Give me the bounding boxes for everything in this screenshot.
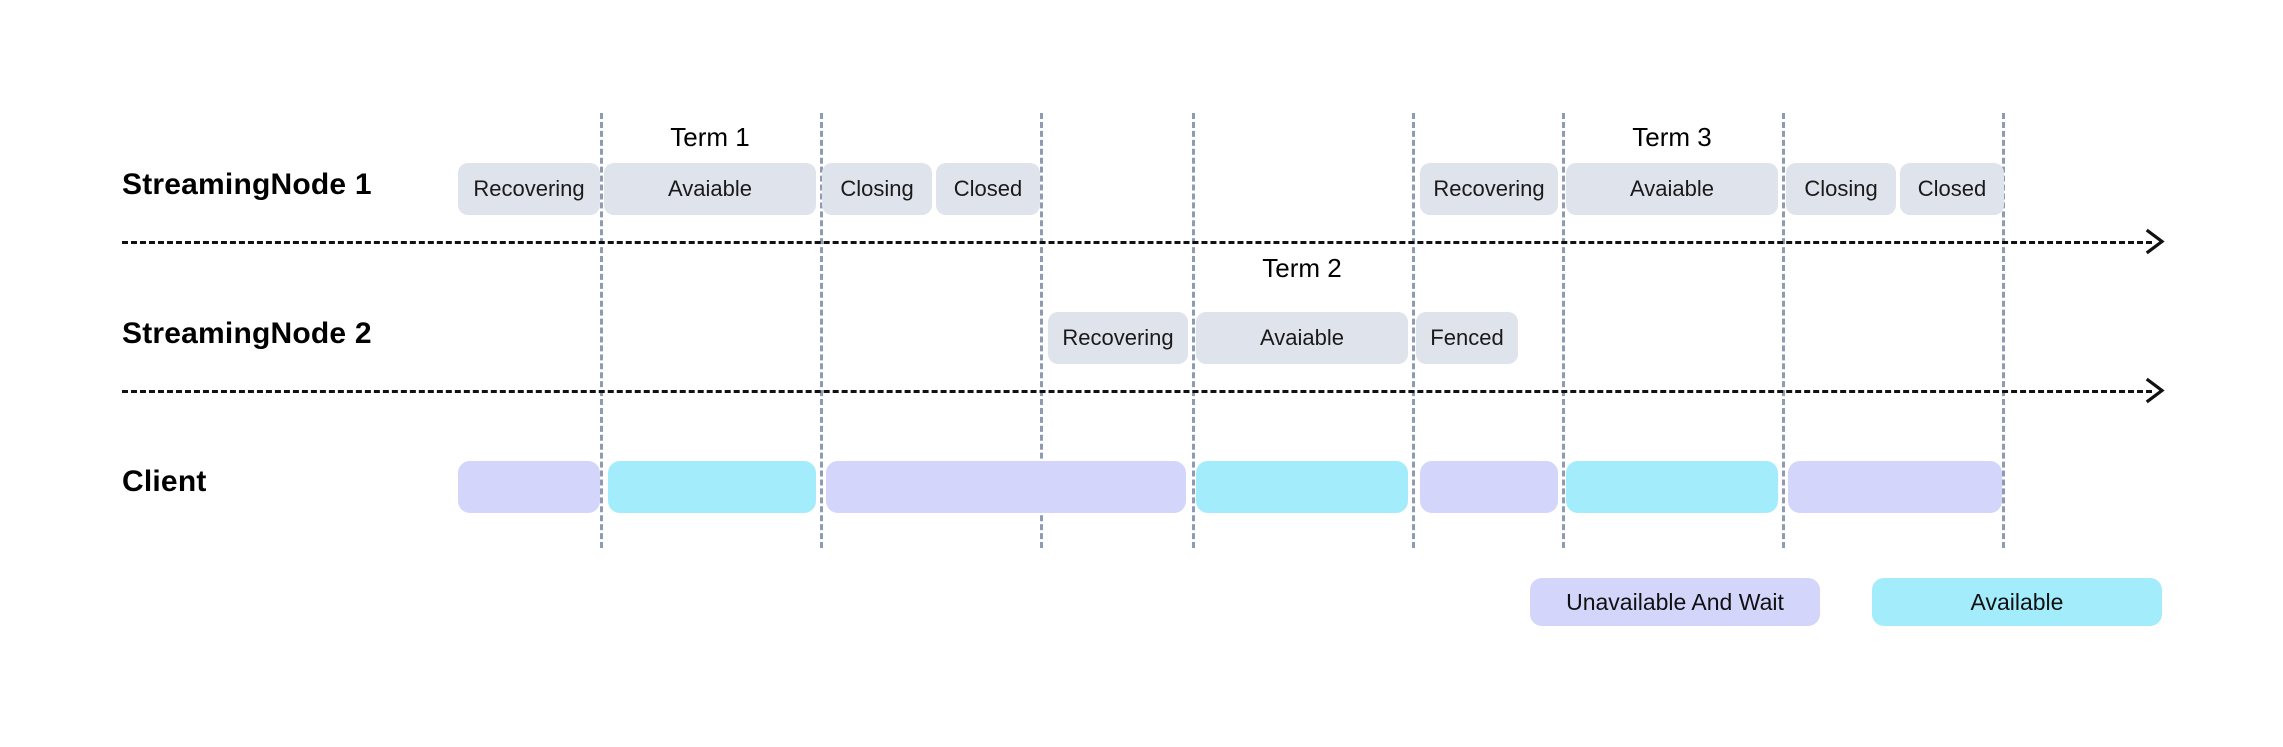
state-chip-recovering: Recovering bbox=[1420, 163, 1558, 215]
state-chip-recovering: Recovering bbox=[458, 163, 600, 215]
client-block-available bbox=[1196, 461, 1408, 513]
state-chip-avaiable: Avaiable bbox=[1196, 312, 1408, 364]
state-chip-closing: Closing bbox=[1786, 163, 1896, 215]
state-chip-closed: Closed bbox=[1900, 163, 2004, 215]
row-label-client: Client bbox=[122, 465, 207, 498]
state-chip-fenced: Fenced bbox=[1416, 312, 1518, 364]
timeline-axis-streamingnode-1 bbox=[122, 241, 2152, 244]
term-caption-2: Term 2 bbox=[1262, 253, 1342, 283]
client-block-unavailable-and-wait bbox=[826, 461, 1186, 513]
vertical-separator-0 bbox=[600, 113, 603, 548]
vertical-separator-2 bbox=[1040, 113, 1043, 548]
vertical-separator-6 bbox=[1782, 113, 1785, 548]
vertical-separator-3 bbox=[1192, 113, 1195, 548]
vertical-separator-1 bbox=[820, 113, 823, 548]
client-block-available bbox=[1566, 461, 1778, 513]
legend-item-unavailable-and-wait: Unavailable And Wait bbox=[1530, 578, 1820, 626]
timeline-axis-streamingnode-2 bbox=[122, 390, 2152, 393]
state-chip-avaiable: Avaiable bbox=[604, 163, 816, 215]
vertical-separator-5 bbox=[1562, 113, 1565, 548]
term-caption-1: Term 1 bbox=[670, 122, 750, 152]
legend-item-available: Available bbox=[1872, 578, 2162, 626]
state-chip-closing: Closing bbox=[822, 163, 932, 215]
state-chip-avaiable: Avaiable bbox=[1566, 163, 1778, 215]
vertical-separator-7 bbox=[2002, 113, 2005, 548]
row-label-streamingnode-1: StreamingNode 1 bbox=[122, 168, 372, 201]
row-label-streamingnode-2: StreamingNode 2 bbox=[122, 317, 372, 350]
vertical-separator-4 bbox=[1412, 113, 1415, 548]
client-block-unavailable-and-wait bbox=[1420, 461, 1558, 513]
client-block-unavailable-and-wait bbox=[1788, 461, 2002, 513]
client-block-available bbox=[608, 461, 816, 513]
state-chip-closed: Closed bbox=[936, 163, 1040, 215]
state-chip-recovering: Recovering bbox=[1048, 312, 1188, 364]
client-block-unavailable-and-wait bbox=[458, 461, 600, 513]
term-caption-3: Term 3 bbox=[1632, 122, 1712, 152]
